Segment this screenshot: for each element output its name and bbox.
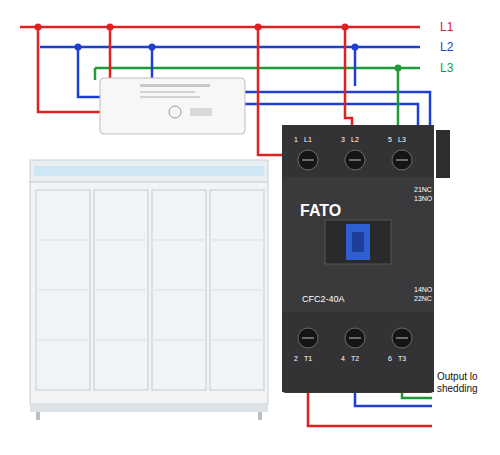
wire	[397, 68, 400, 126]
output-wire	[355, 392, 432, 406]
wire	[270, 154, 282, 157]
wire	[151, 47, 154, 80]
brand-name: FATO	[300, 203, 341, 219]
terminal-name: L1	[304, 136, 312, 143]
contactor-body	[282, 125, 450, 393]
wire	[78, 47, 100, 97]
wire	[38, 27, 100, 112]
terminal-number: 3	[341, 136, 345, 143]
wire	[258, 27, 270, 155]
terminal-number: 2	[294, 355, 298, 362]
wire	[245, 92, 430, 128]
wire	[345, 27, 352, 126]
wire	[94, 68, 97, 80]
phase-label: L2	[440, 41, 453, 53]
terminal-number: 6	[388, 355, 392, 362]
phase-label: L1	[440, 21, 453, 33]
output-wire	[308, 392, 432, 426]
model-number: CFC2-40A	[302, 295, 345, 304]
terminal-number: 4	[341, 355, 345, 362]
phase-label: L3	[440, 62, 453, 74]
terminal-name: T2	[351, 355, 359, 362]
terminal-number: 1	[294, 136, 298, 143]
terminal-number: 5	[388, 136, 392, 143]
wire	[354, 47, 357, 86]
controller-module	[100, 78, 245, 134]
display-fridge	[30, 160, 268, 420]
output-note: shedding	[437, 384, 478, 394]
contactor: FATO CFC2-40A	[282, 125, 434, 393]
aux-contact: 14NO	[414, 286, 432, 293]
aux-contact: 22NC	[414, 295, 432, 302]
terminal-name: L3	[398, 136, 406, 143]
terminal-name: L2	[351, 136, 359, 143]
aux-contact: 13NO	[414, 195, 432, 202]
terminal-name: T1	[304, 355, 312, 362]
l2-bus	[40, 46, 420, 49]
output-note: Output lo	[437, 372, 478, 382]
wire	[245, 104, 418, 128]
terminal-name: T3	[398, 355, 406, 362]
aux-contact: 21NC	[414, 186, 432, 193]
l1-bus	[20, 26, 420, 29]
wire	[109, 27, 112, 80]
